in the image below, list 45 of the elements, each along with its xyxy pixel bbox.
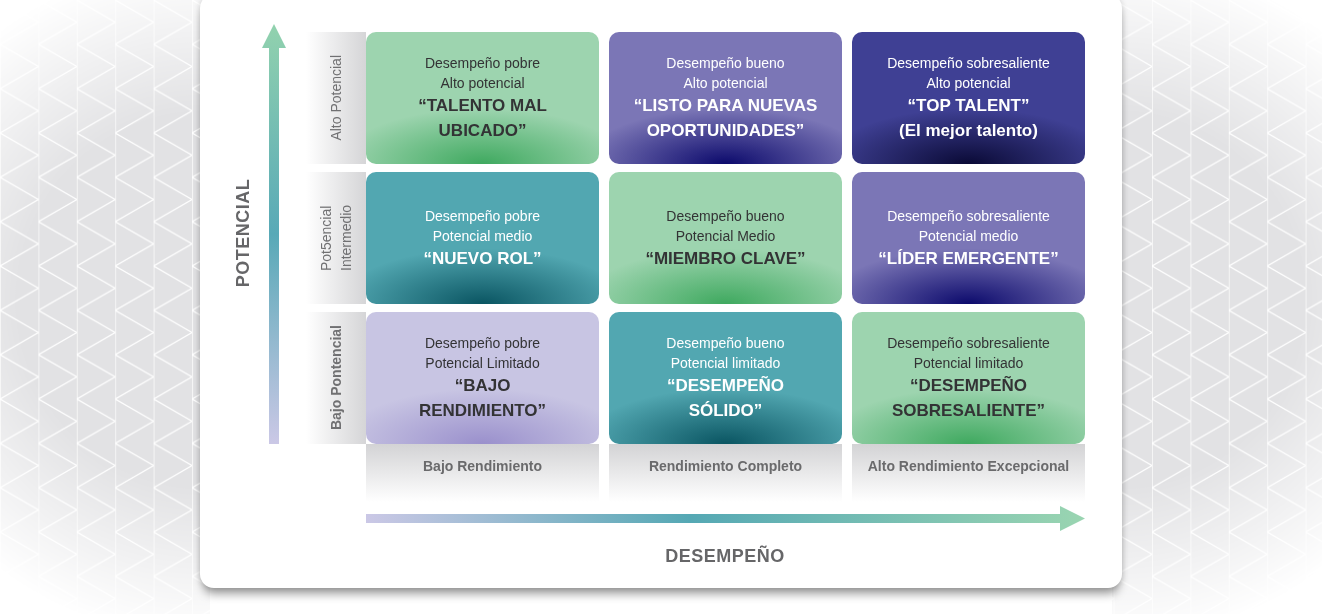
potential-text: Potencial medio (918, 226, 1019, 246)
quadrant-tile (609, 172, 842, 304)
quadrant-tile (609, 32, 842, 164)
category-title: “NUEVO ROL” (423, 247, 542, 270)
potential-text: Potencial Medio (675, 226, 776, 246)
axis-title: DESEMPEÑO (665, 545, 785, 567)
column-label: Rendimiento Completo (648, 458, 803, 474)
potential-text: Alto potencial (440, 74, 525, 93)
quadrant-tile (852, 312, 1085, 444)
category-subtitle: (El mejor talento) (899, 120, 1038, 142)
performance-text: Desempeño pobre (424, 54, 541, 73)
category-title: “DESEMPEÑO SOBRESALIENTE” (891, 375, 1046, 422)
performance-text: Desempeño bueno (666, 206, 785, 226)
quadrant-tile (852, 172, 1085, 304)
row-label: Pot5encial Intermedio (317, 203, 355, 274)
row-label: Bajo Pontencial (327, 325, 345, 431)
performance-text: Desempeño sobresaliente (887, 334, 1050, 353)
potential-text: Potencial Limitado (425, 354, 540, 373)
quadrant-tile (366, 32, 599, 164)
quadrant-tile (852, 32, 1085, 164)
category-title: “LÍDER EMERGENTE” (878, 247, 1059, 270)
performance-text: Desempeño sobresaliente (887, 54, 1050, 73)
quadrant-tile (609, 312, 842, 444)
potential-text: Potencial limitado (913, 354, 1024, 373)
potential-text: Alto potencial (926, 74, 1011, 93)
quadrant-tile (366, 172, 599, 304)
axis-title: POTENCIAL (232, 178, 254, 288)
potential-text: Potencial limitado (670, 354, 781, 373)
category-title: “LISTO PARA NUEVAS OPORTUNIDADES” (632, 95, 819, 142)
row-label: Alto Potencial (327, 55, 345, 141)
potential-text: Alto potencial (683, 74, 768, 93)
potential-text: Potencial medio (432, 226, 533, 246)
performance-text: Desempeño bueno (666, 334, 785, 353)
quadrant-tile (366, 312, 599, 444)
category-title: “TOP TALENT” (907, 95, 1030, 117)
category-title: “BAJO RENDIMIENTO” (417, 375, 548, 422)
category-title: “DESEMPEÑO SÓLIDO” (665, 375, 786, 422)
performance-text: Desempeño pobre (424, 334, 541, 353)
performance-text: Desempeño pobre (424, 206, 541, 226)
column-label: Bajo Rendimiento (423, 458, 542, 474)
category-title: “TALENTO MAL UBICADO” (417, 95, 548, 142)
performance-text: Desempeño sobresaliente (887, 206, 1050, 226)
column-label: Alto Rendimiento Excepcional (867, 458, 1070, 474)
category-title: “MIEMBRO CLAVE” (645, 247, 806, 270)
performance-text: Desempeño bueno (666, 54, 785, 73)
